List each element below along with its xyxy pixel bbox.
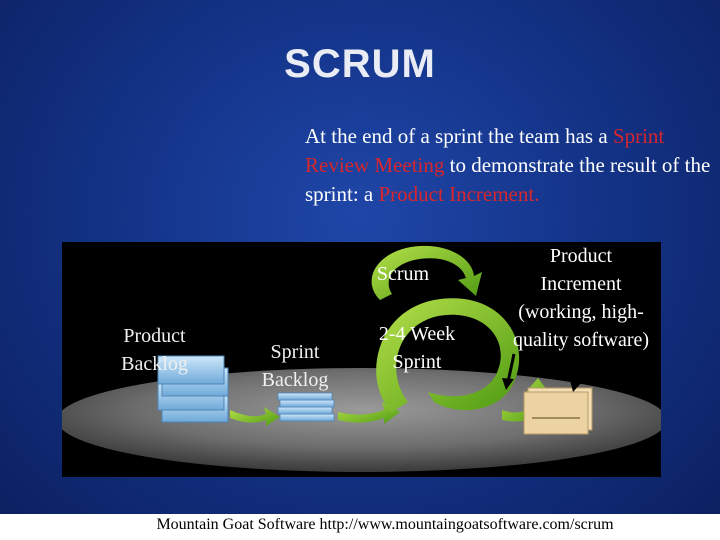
pointer-arrow-right (574, 353, 586, 385)
source-footer: Mountain Goat Software http://www.mounta… (0, 514, 720, 540)
description-text-1: At the end of a sprint the team has a (305, 124, 613, 148)
arrow-into-sprint (338, 402, 400, 424)
slide-description: At the end of a sprint the team has a Sp… (305, 122, 715, 209)
sprint-duration-label: 2-4 Week Sprint (378, 323, 456, 373)
pointer-arrowhead-right (570, 380, 582, 392)
product-increment-box (523, 387, 593, 435)
scrum-label: Scrum (376, 263, 430, 285)
product-increment-label: Product Increment (working, high- qualit… (512, 245, 650, 351)
pointer-arrow-left (506, 353, 516, 383)
product-backlog-stack (157, 355, 229, 423)
scrum-loop-arrow (371, 245, 482, 300)
diagram-graphics (62, 245, 661, 472)
slide-title: SCRUM (284, 42, 436, 86)
source-credit: Mountain Goat Software http://www.mounta… (156, 516, 614, 533)
description-text-2: to demonstrate the result of the sprint:… (305, 153, 711, 206)
product-backlog-label: Product Backlog (121, 325, 188, 375)
pointer-arrowhead-left (502, 378, 514, 390)
sprint-review-meeting-highlight: Sprint Review Meeting (305, 124, 665, 177)
sprint-backlog-label: Sprint Backlog (261, 341, 329, 391)
sprint-backlog-stack (277, 392, 335, 422)
arrow-to-sprint-backlog (230, 407, 280, 426)
product-increment-highlight: Product Increment. (378, 182, 540, 206)
sprint-loop-arrow (376, 298, 520, 412)
scrum-process-diagram: Product Backlog Sprint Backlog Scrum 2-4… (62, 242, 661, 477)
